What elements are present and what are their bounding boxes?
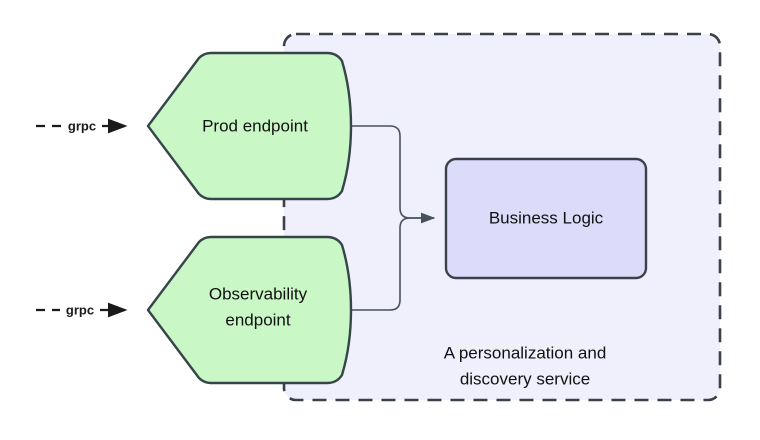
connector-prod-to-logic-path (347, 125, 436, 224)
node-observability-endpoint-shape[interactable] (146, 235, 353, 385)
connector-observability-to-logic-path (347, 217, 434, 311)
edge-grpc-prod-label: grpc (68, 118, 96, 133)
service-boundary-caption-line1: A personalization and (444, 343, 607, 362)
edge-grpc-observability-label: grpc (66, 302, 94, 317)
node-business-logic-label: Business Logic (489, 208, 604, 227)
node-prod-endpoint[interactable]: Prod endpoint (146, 51, 353, 201)
edge-grpc-observability: grpc (36, 301, 128, 319)
node-prod-endpoint-shape[interactable] (146, 51, 353, 201)
connector-observability-to-logic (347, 217, 434, 311)
node-observability-endpoint-label-line1: Observability (209, 284, 308, 303)
edge-grpc-prod: grpc (36, 117, 128, 135)
service-boundary-caption-line2: discovery service (460, 369, 590, 388)
node-prod-endpoint-label: Prod endpoint (202, 116, 308, 135)
edge-grpc-observability-label-bg (60, 301, 100, 319)
node-observability-endpoint[interactable]: Observability endpoint (146, 235, 353, 385)
connector-prod-to-logic (347, 125, 436, 224)
node-observability-endpoint-label-line2: endpoint (225, 310, 291, 329)
node-business-logic-shape[interactable] (444, 157, 648, 280)
node-business-logic[interactable]: Business Logic (444, 157, 648, 280)
edge-grpc-prod-label-bg (62, 117, 102, 135)
